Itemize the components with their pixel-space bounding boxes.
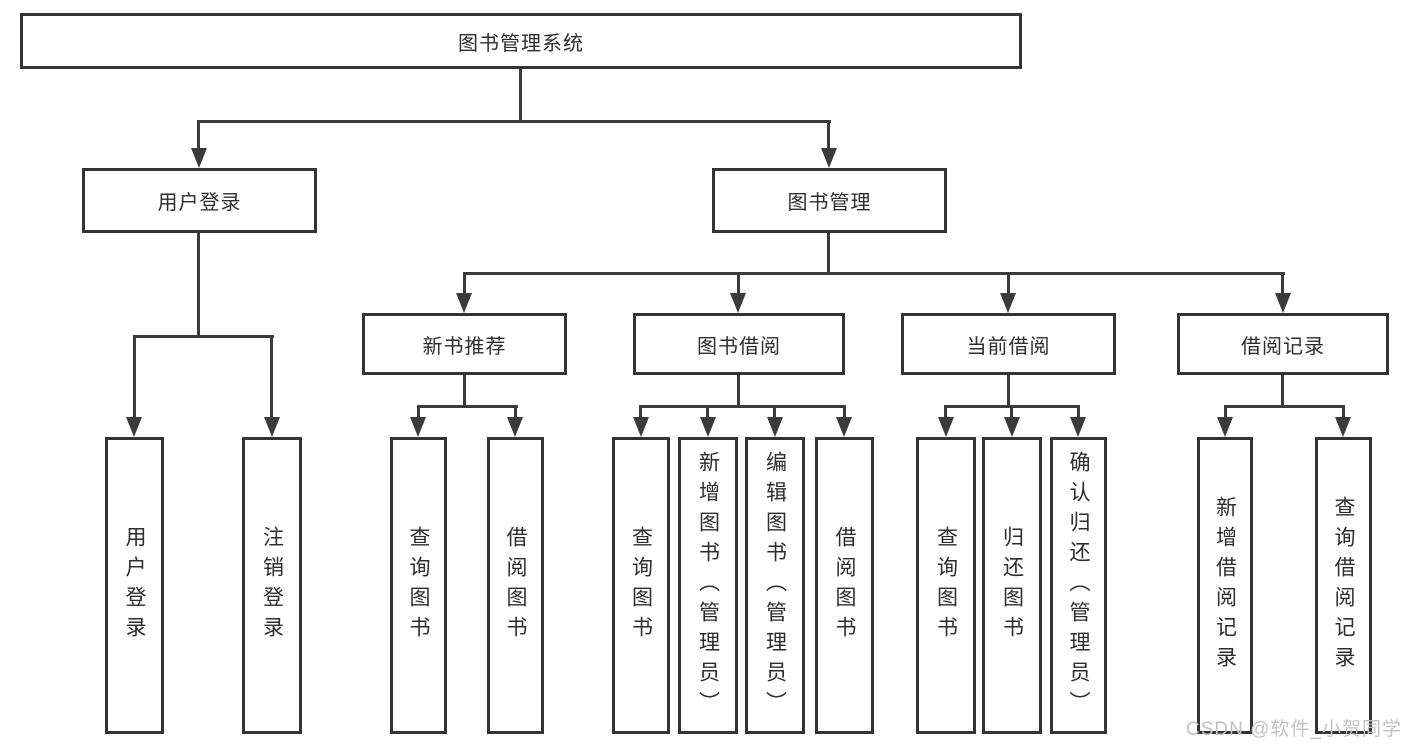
connector-drop-line [417, 405, 420, 420]
leaf-borrow-books: 借阅图书 [815, 437, 874, 734]
arrow-down-icon [507, 417, 523, 437]
arrow-down-icon [126, 417, 142, 437]
connector-drop-line [706, 405, 709, 420]
leaf-edit-books-admin: 编辑图书（管理员） [745, 437, 805, 734]
node-current-borrow: 当前借阅 [901, 313, 1116, 375]
connector-drop-line [827, 120, 830, 150]
connector-recommend-bar [417, 405, 518, 408]
connector-root-trunk [519, 69, 522, 120]
arrow-down-icon [767, 417, 783, 437]
connector-drop-line [133, 335, 136, 419]
connector-root-bar [197, 120, 831, 123]
connector-current-trunk [1007, 375, 1010, 407]
node-borrow-records: 借阅记录 [1177, 313, 1389, 375]
connector-drop-line [843, 405, 846, 420]
arrow-down-icon [410, 417, 426, 437]
connector-records-trunk [1281, 375, 1284, 407]
connector-drop-line [1077, 405, 1080, 420]
connector-userlogin-bar [133, 335, 274, 338]
arrow-down-icon [700, 417, 716, 437]
arrow-down-icon [1275, 293, 1291, 313]
arrow-down-icon [1335, 417, 1351, 437]
leaf-confirm-return-admin: 确认归还（管理员） [1050, 437, 1107, 734]
arrow-down-icon [1217, 417, 1233, 437]
leaf-query-books-borrow: 查询图书 [612, 437, 670, 734]
connector-drop-line [1281, 272, 1284, 296]
arrow-down-icon [836, 417, 852, 437]
leaf-add-borrow-record: 新增借阅记录 [1197, 437, 1253, 734]
arrow-down-icon [1070, 417, 1086, 437]
connector-drop-line [1010, 405, 1013, 420]
arrow-down-icon [191, 148, 207, 168]
connector-borrow-bar [639, 405, 846, 408]
leaf-user-login: 用户登录 [105, 437, 164, 734]
arrow-down-icon [633, 417, 649, 437]
leaf-logout: 注销登录 [242, 437, 302, 734]
csdn-watermark: CSDN @软件_小贺同学 [1186, 719, 1402, 740]
connector-records-bar [1224, 405, 1345, 408]
node-book-borrow: 图书借阅 [633, 313, 845, 375]
connector-bookmgmt-bar [463, 272, 1285, 275]
arrow-down-icon [264, 417, 280, 437]
connector-drop-line [737, 272, 740, 296]
arrow-down-icon [1004, 417, 1020, 437]
leaf-query-books-recommend: 查询图书 [390, 437, 447, 734]
connector-drop-line [197, 120, 200, 150]
connector-drop-line [944, 405, 947, 420]
leaf-query-books-current: 查询图书 [916, 437, 976, 734]
node-user-login: 用户登录 [82, 168, 317, 233]
connector-userlogin-trunk [197, 233, 200, 336]
arrow-down-icon [456, 293, 472, 313]
node-library-system: 图书管理系统 [20, 13, 1022, 69]
node-new-book-recommend: 新书推荐 [362, 313, 567, 375]
arrow-down-icon [938, 417, 954, 437]
leaf-add-books-admin: 新增图书（管理员） [678, 437, 738, 734]
connector-bookmgmt-trunk [827, 233, 830, 274]
connector-drop-line [463, 272, 466, 296]
connector-recommend-trunk [463, 375, 466, 407]
connector-borrow-trunk [737, 375, 740, 407]
arrow-down-icon [821, 148, 837, 168]
connector-drop-line [514, 405, 517, 420]
connector-drop-line [773, 405, 776, 420]
connector-drop-line [1342, 405, 1345, 420]
leaf-borrow-books-recommend: 借阅图书 [487, 437, 544, 734]
arrow-down-icon [1000, 293, 1016, 313]
arrow-down-icon [730, 293, 746, 313]
leaf-query-borrow-record: 查询借阅记录 [1315, 437, 1372, 734]
connector-drop-line [1224, 405, 1227, 420]
connector-drop-line [1007, 272, 1010, 296]
node-book-management: 图书管理 [712, 168, 947, 233]
leaf-return-books: 归还图书 [982, 437, 1042, 734]
connector-drop-line [270, 335, 273, 419]
connector-drop-line [639, 405, 642, 420]
